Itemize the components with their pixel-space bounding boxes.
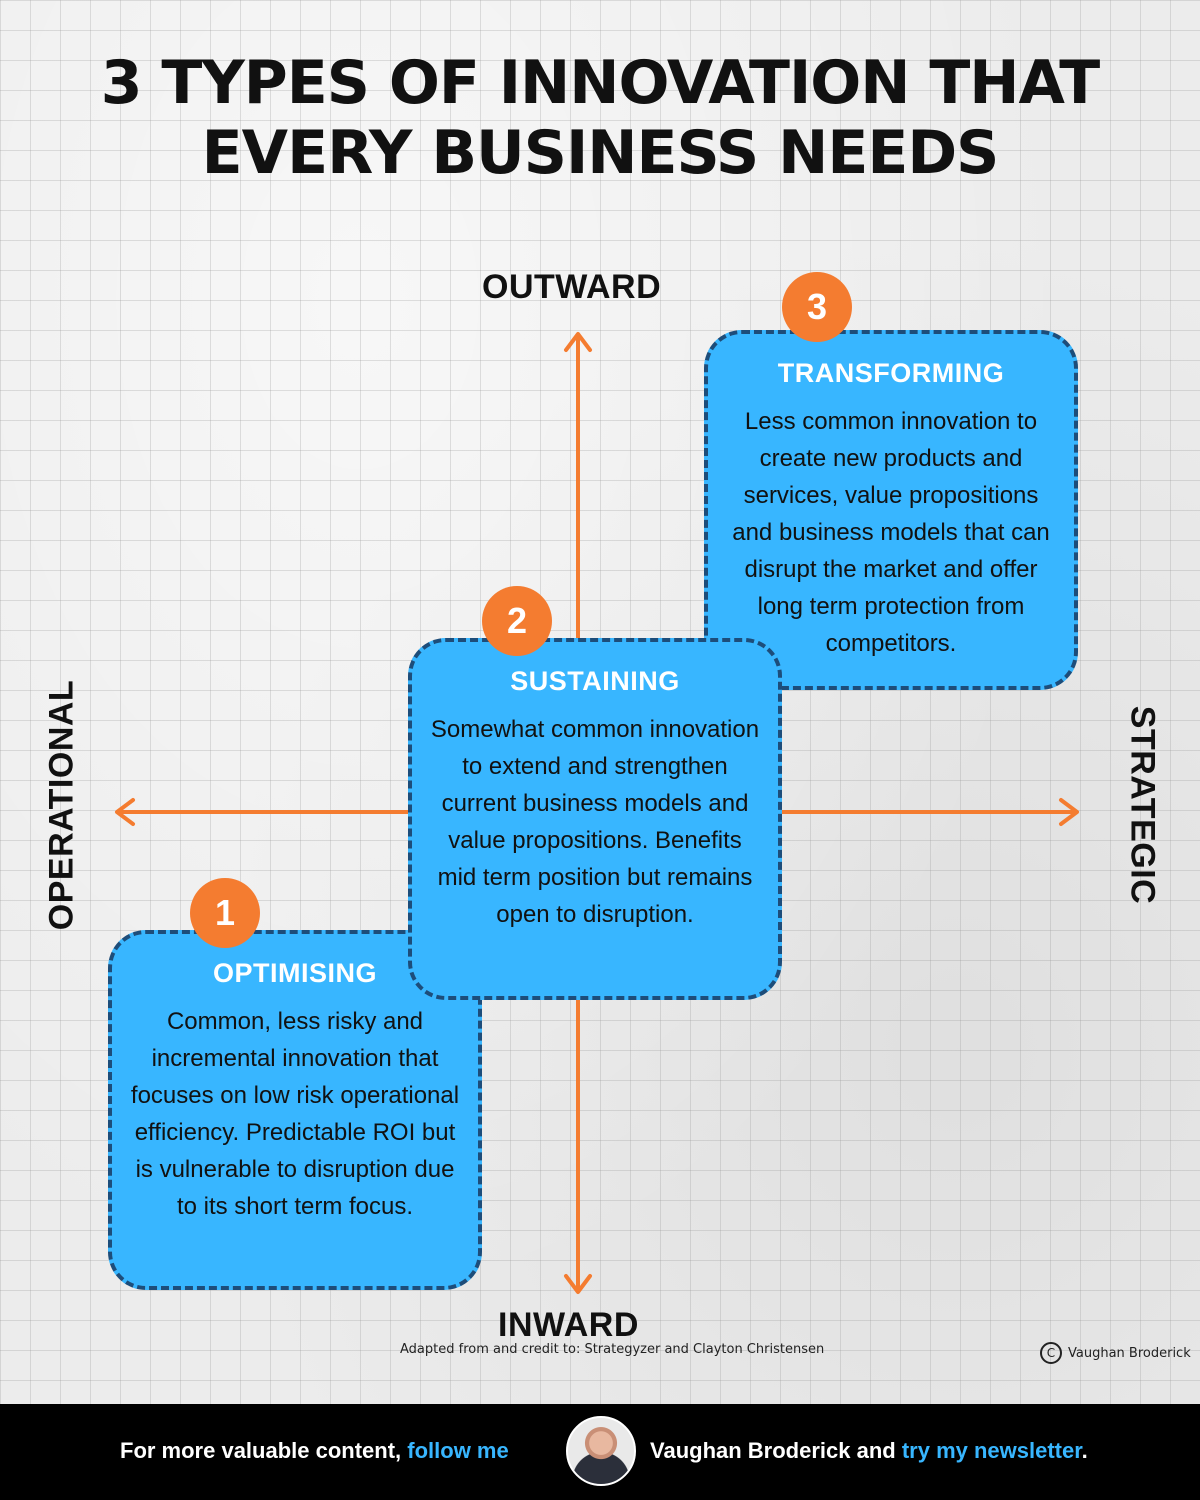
- footer-banner: For more valuable content, follow me Vau…: [0, 1404, 1200, 1500]
- footer-name: Vaughan Broderick and: [650, 1438, 902, 1463]
- axis-label-strategic: STRATEGIC: [1123, 705, 1162, 905]
- title-line-2: EVERY BUSINESS NEEDS: [201, 118, 1000, 188]
- number-badge-3: 3: [782, 272, 852, 342]
- card-body: Somewhat common innovation to extend and…: [430, 716, 760, 928]
- follow-me-link[interactable]: follow me: [407, 1438, 509, 1463]
- card-sustaining: SUSTAINING Somewhat common innovation to…: [408, 638, 782, 1000]
- axis-label-outward: OUTWARD: [482, 268, 662, 306]
- arrowhead-right: [1059, 798, 1079, 826]
- card-body: Less common innovation to create new pro…: [732, 408, 1050, 657]
- card-transforming: TRANSFORMING Less common innovation to c…: [704, 330, 1078, 690]
- copyright-icon: C: [1040, 1342, 1062, 1364]
- card-body: Common, less risky and incremental innov…: [130, 1008, 460, 1220]
- arrowhead-left: [115, 798, 135, 826]
- newsletter-link[interactable]: try my newsletter: [901, 1438, 1082, 1463]
- footer-text-1: For more valuable content,: [120, 1438, 408, 1463]
- number-badge-1: 1: [190, 878, 260, 948]
- footer-left: For more valuable content, follow me: [120, 1438, 509, 1464]
- arrowhead-up: [564, 332, 592, 352]
- arrowhead-down: [564, 1274, 592, 1294]
- footer-period: .: [1081, 1438, 1088, 1463]
- title-line-1: 3 TYPES OF INNOVATION THAT: [100, 48, 1100, 118]
- credit-text: Adapted from and credit to: Strategyzer …: [400, 1342, 825, 1357]
- card-title: SUSTAINING: [510, 666, 680, 696]
- copyright-text: Vaughan Broderick: [1068, 1345, 1191, 1361]
- number-badge-2: 2: [482, 586, 552, 656]
- card-title: TRANSFORMING: [777, 358, 1005, 388]
- avatar[interactable]: [566, 1416, 636, 1486]
- footer-right: Vaughan Broderick and try my newsletter.: [650, 1438, 1088, 1464]
- page-title: 3 TYPES OF INNOVATION THAT EVERY BUSINES…: [40, 48, 1160, 188]
- axis-label-inward: INWARD: [498, 1306, 639, 1344]
- axis-label-operational: OPERATIONAL: [42, 679, 81, 931]
- copyright: C Vaughan Broderick: [1040, 1342, 1191, 1364]
- card-title: OPTIMISING: [212, 958, 377, 988]
